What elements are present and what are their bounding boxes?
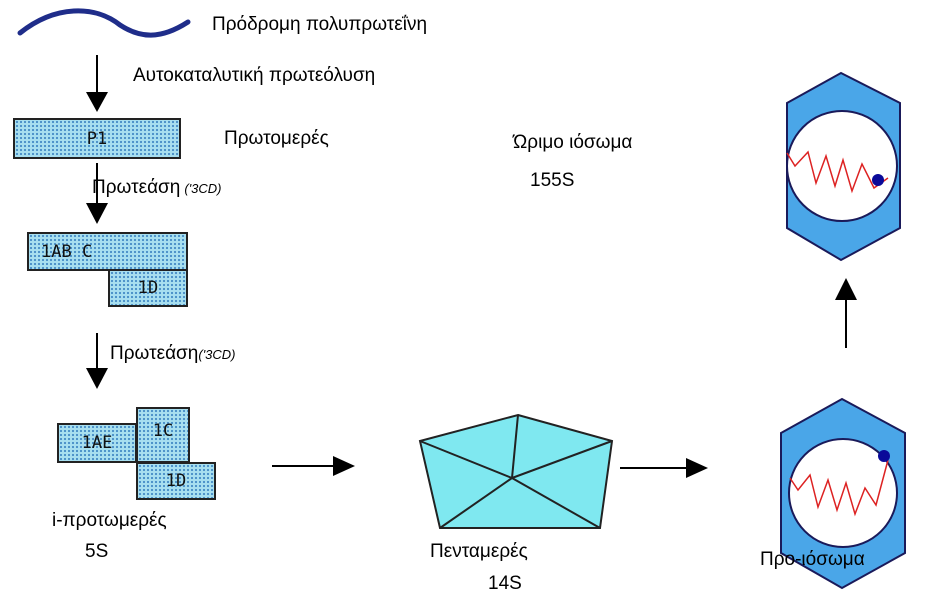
label-precursor-polyprotein: Πρόδρομη πολυπρωτεΐνη <box>212 14 428 35</box>
label-protease-2: Πρωτεάση('3CD) <box>110 343 236 365</box>
mature-virion-shape <box>786 71 901 262</box>
arrow-protease-2 <box>86 333 108 389</box>
protease-1-text: Πρωτεάση <box>92 177 181 198</box>
arrow-to-pentamer <box>272 456 355 476</box>
label-protomer: Πρωτομερές <box>224 128 329 149</box>
arrow-to-mature <box>835 278 857 348</box>
protease-1-tag: ('3CD) <box>184 181 222 196</box>
rna-zigzag-mature <box>786 150 889 194</box>
arrow-autocatalytic <box>86 55 108 112</box>
rna-zigzag-provirion <box>789 459 889 517</box>
label-provirion: Προ-ιόσωμα <box>760 549 865 570</box>
label-mature-virion-s: 155S <box>530 170 575 191</box>
box-1c: 1C <box>136 407 190 463</box>
box-1d-a: 1D <box>108 269 188 307</box>
protease-2-text: Πρωτεάση <box>110 343 199 364</box>
pentamer-shape <box>418 413 614 529</box>
box-1ab-c: 1AB C <box>27 232 188 271</box>
label-mature-virion: Ώριμο ιόσωμα <box>513 132 633 153</box>
provirion-shape <box>780 397 906 590</box>
label-i-protomer: i-προτωμερές <box>52 510 167 531</box>
label-pentamer: Πενταμερές <box>430 541 528 562</box>
label-i-protomer-s: 5S <box>85 541 109 562</box>
polyprotein-wave <box>17 8 191 38</box>
vpg-dot-provirion <box>878 450 890 462</box>
label-pentamer-s: 14S <box>488 573 522 594</box>
arrow-protease-1 <box>86 163 108 224</box>
box-p1: P1 <box>13 118 181 159</box>
label-protease-1: Πρωτεάση('3CD) <box>92 177 222 199</box>
box-1d-b: 1D <box>136 462 216 500</box>
box-1ae: 1AE <box>57 423 137 463</box>
protease-2-tag: ('3CD) <box>198 347 236 362</box>
label-autocatalytic-proteolysis: Αυτοκαταλυτική πρωτεόλυση <box>133 65 376 86</box>
arrow-to-provirion <box>620 458 708 478</box>
vpg-dot-mature <box>872 174 884 186</box>
